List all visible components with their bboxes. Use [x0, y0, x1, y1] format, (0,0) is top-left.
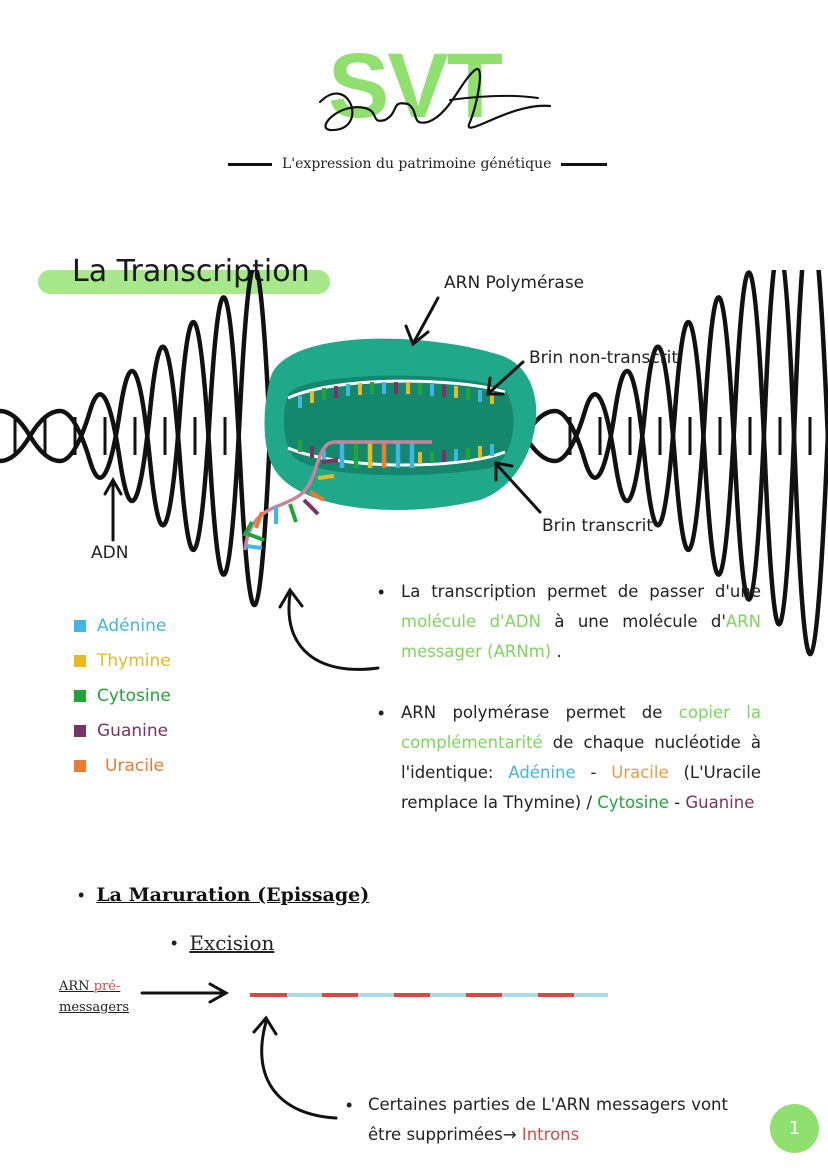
legend-item-adenine: Adénine	[74, 608, 171, 643]
dna-helix-right	[523, 270, 828, 656]
paragraph-transcription: La transcription permet de passer d'une …	[401, 577, 761, 667]
legend-label: Cytosine	[97, 685, 171, 706]
legend-swatch	[74, 759, 86, 772]
p3-introns: Introns	[521, 1125, 580, 1144]
dna-helix-left	[0, 270, 273, 608]
p3-arrow: →	[502, 1125, 522, 1144]
legend-swatch	[74, 724, 86, 737]
excision-title: Excision	[189, 931, 275, 955]
label-arn-pre-messagers: ARN pré- messagers	[59, 976, 129, 1018]
legend-item-uracile: Uracile	[74, 748, 171, 783]
legend-label: Guanine	[97, 720, 169, 741]
subtitle-rule-right	[561, 162, 608, 166]
p2-adenine: Adénine	[508, 763, 576, 782]
legend-label: Thymine	[97, 650, 171, 671]
title-highlight	[38, 270, 330, 294]
logo-script-signature	[318, 67, 552, 132]
label-brin-non-transcrit: Brin non-transcrit	[529, 348, 679, 368]
p2-highlight-complementarite: copier la complémentarité	[401, 703, 761, 752]
subtitle-rule-left	[228, 162, 272, 166]
p2-cytosine: Cytosine	[597, 793, 669, 812]
transcription-diagram	[0, 270, 828, 671]
page-subtitle: L'expression du patrimoine génétique	[282, 156, 552, 172]
maturation-heading: • La Maruration (Epissage)	[78, 884, 369, 906]
legend-label: Uracile	[105, 755, 165, 776]
maturation-title: La Maruration (Epissage)	[96, 884, 370, 906]
non-transcribed-strand	[287, 379, 506, 400]
bullet: •	[346, 1095, 353, 1115]
p2-text: ARN polymérase permet de	[401, 703, 679, 722]
p3-text: Certaines parties de L'ARN messagers von…	[368, 1095, 728, 1144]
excision-heading: • Excision	[171, 931, 274, 955]
p2-text: -	[575, 763, 612, 782]
p1-text: La transcription permet de passer d'une	[401, 582, 761, 601]
paragraph-polymerase: ARN polymérase permet de copier la compl…	[401, 698, 761, 818]
p1-highlight-adn: molécule d'ADN	[401, 612, 541, 631]
bullet: •	[378, 582, 385, 602]
legend-swatch	[74, 619, 86, 632]
legend-item-guanine: Guanine	[74, 713, 171, 748]
paragraph-excision: Certaines parties de L'ARN messagers von…	[368, 1090, 728, 1150]
rna-transcript-bases	[242, 458, 339, 550]
pairing-bases	[339, 442, 415, 468]
transcribed-bases	[298, 440, 494, 464]
subtitle-row: L'expression du patrimoine génétique	[228, 156, 620, 172]
label-adn: ADN	[91, 543, 129, 563]
legend-swatch	[74, 689, 86, 702]
non-transcribed-bases	[298, 382, 494, 408]
excision-arrows	[140, 982, 338, 1120]
legend-label: Adénine	[97, 615, 167, 636]
legend-swatch	[74, 654, 86, 667]
excision-diagram	[140, 982, 608, 1120]
legend-item-cytosine: Cytosine	[74, 678, 171, 713]
label-arn-polymerase: ARN Polymérase	[444, 273, 585, 293]
arn-pre-highlight: pré-	[93, 979, 121, 994]
p2-guanine: Guanine	[685, 793, 755, 812]
bullet: •	[378, 703, 385, 723]
label-arrows	[103, 296, 542, 671]
arn-pre-text: messagers	[59, 1000, 130, 1015]
p2-uracile: Uracile	[611, 763, 669, 782]
rna-transcript-strand	[243, 440, 432, 551]
arn-pre-text: ARN	[59, 979, 94, 994]
legend-item-thymine: Thymine	[74, 643, 171, 678]
p1-text: à une molécule d'	[540, 612, 726, 631]
label-brin-transcrit: Brin transcrit	[542, 516, 653, 536]
section-title: La Transcription	[72, 254, 310, 289]
p2-text: -	[668, 793, 686, 812]
p1-highlight-arnm: ARN messager (ARNm)	[401, 612, 761, 661]
bullet: •	[78, 884, 85, 905]
page-number-badge: 1	[770, 1104, 819, 1153]
nucleotide-legend: Adénine Thymine Cytosine Guanine Uracile	[74, 608, 171, 783]
bullet: •	[171, 932, 178, 953]
p1-text: .	[551, 642, 562, 661]
p2-text: de chaque nucléotide à l'identique:	[401, 733, 761, 782]
p2-text: (L'Uracile remplace la Thymine) /	[401, 763, 761, 812]
